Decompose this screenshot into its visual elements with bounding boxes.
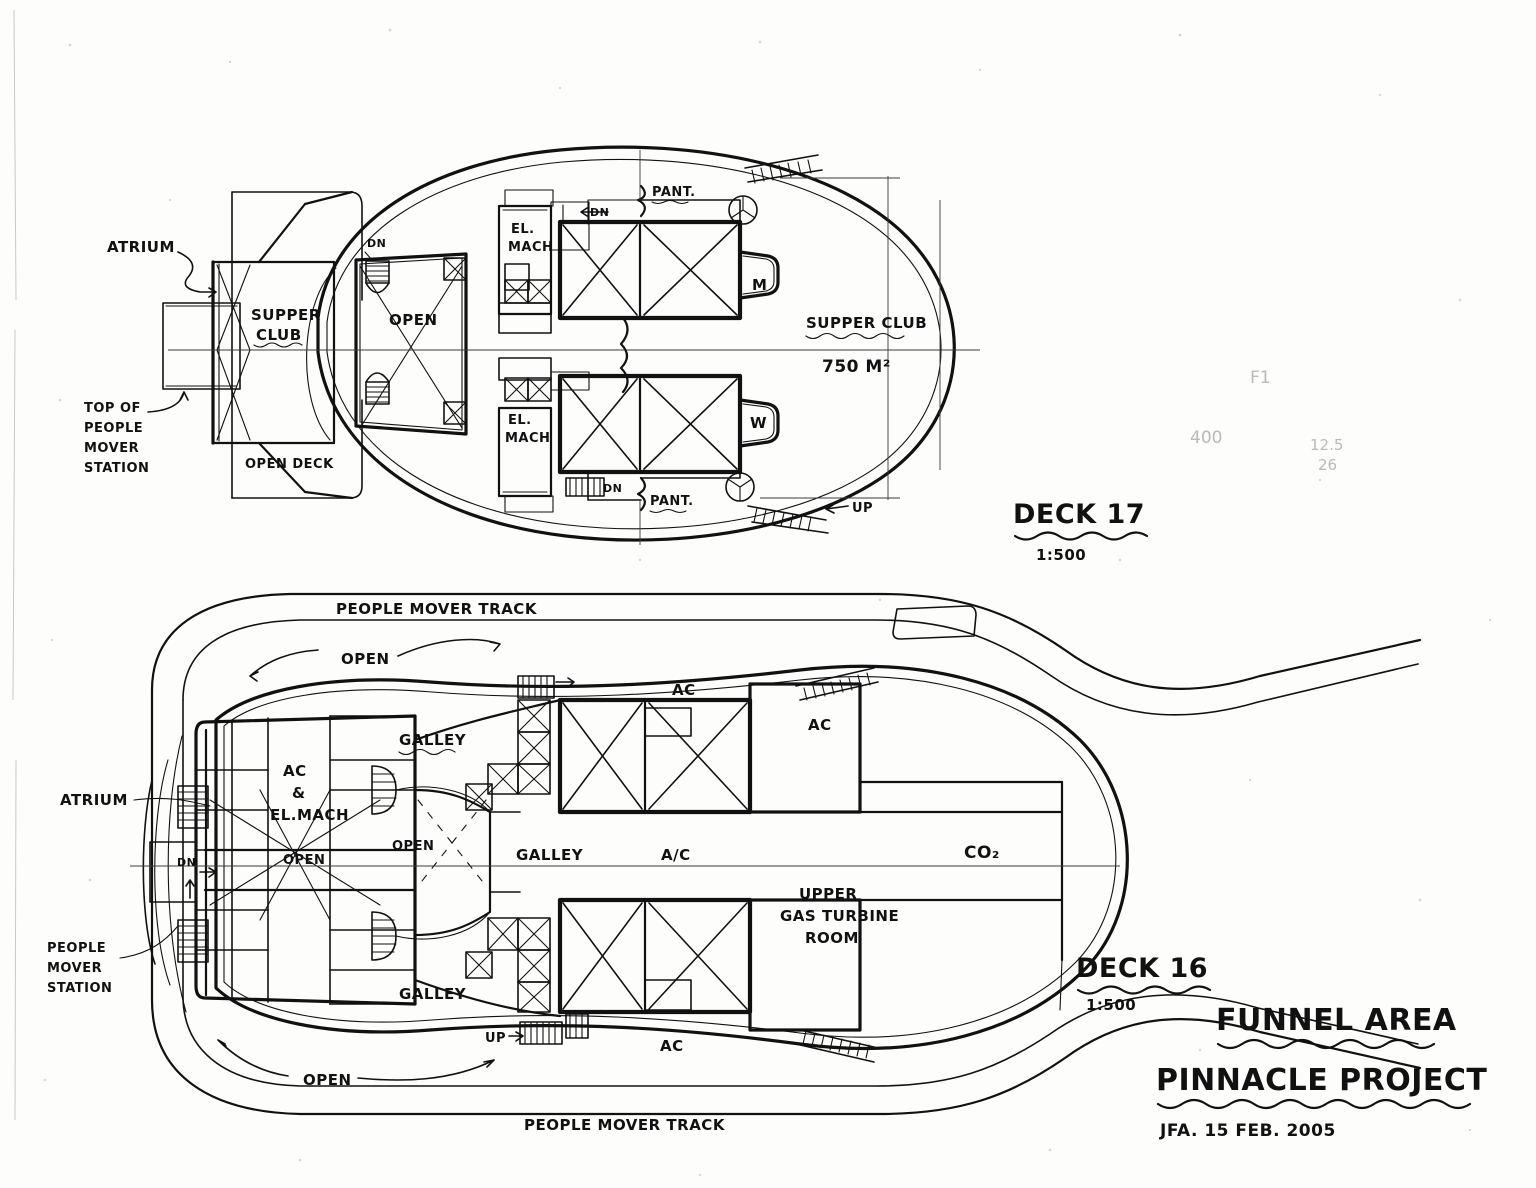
deck16-plan: PEOPLE MOVER TRACK PEOPLE MOVER TRACK OP…: [47, 592, 1422, 1134]
deck16-stair-hatch-lower: [177, 919, 209, 963]
deck16-label-up: UP: [485, 1031, 506, 1046]
deck16-lift-stack-lower: [487, 917, 551, 1013]
deck16-label-ac-top: AC: [672, 681, 696, 699]
deck17-label-supper-club-area-name: SUPPER CLUB: [806, 314, 927, 332]
deck16-ac-el-mach-block: [194, 714, 417, 1006]
deck16-label-ugt-1: UPPER: [799, 885, 857, 903]
deck17-label-pant-upper: PANT.: [652, 185, 696, 200]
deck16-people-mover-station: [142, 735, 217, 1013]
deck16-label-open-bottom: OPEN: [303, 1071, 352, 1089]
deck16-label-pm-station-3: STATION: [47, 981, 112, 996]
deck17-label-funnel-w: W: [750, 414, 767, 432]
pencil-note-26: 26: [1318, 456, 1337, 474]
deck16-label-galley-upper: GALLEY: [399, 731, 467, 749]
deck16-galley-zone: [371, 698, 562, 1018]
deck16-label-co2: CO₂: [964, 843, 1000, 863]
deck16-label-ac-el-mach-1: AC: [283, 762, 307, 780]
deck17-label-open-deck: OPEN DECK: [245, 457, 334, 472]
deck17-lower-vent-icon: [725, 472, 755, 502]
project-title: PINNACLE PROJECT: [1156, 1063, 1487, 1098]
deck16-label-ac-bottom: AC: [660, 1037, 684, 1055]
deck17-upper-vent-icon: [728, 195, 758, 225]
deck17-label-up: UP: [852, 501, 873, 516]
deck17-leader-lines: [147, 251, 373, 413]
deck17-funnel-lower: [497, 357, 829, 534]
deck17-centre-seam: [619, 316, 629, 394]
deck17-label-top-of-pm-station-4: STATION: [84, 461, 149, 476]
deck16-title: DECK 16: [1076, 953, 1208, 984]
deck16-label-open-mid-left: OPEN: [283, 853, 325, 868]
deck16-hull-stair-lower-right: [795, 1029, 879, 1063]
deck17-stair-upper-left: [365, 260, 390, 294]
deck17-label-supper-club-area-value: 750 M²: [822, 357, 891, 377]
deck17-plan: ATRIUM TOP OF PEOPLE MOVER STATION SUPPE…: [84, 145, 1149, 564]
deck16-label-galley-mid: GALLEY: [516, 846, 584, 864]
deck17-title-group: DECK 17 1:500: [1013, 499, 1149, 564]
deck17-label-top-of-pm-station-1: TOP OF: [84, 401, 141, 416]
deck16-people-mover-track: [150, 592, 1422, 1116]
deck16-label-atrium: ATRIUM: [60, 791, 128, 809]
pencil-notes: F1 400 12.5 26: [1190, 368, 1343, 474]
deck16-machinery-lower: [487, 897, 1064, 1045]
deck16-upper-gas-turbine-room: [858, 780, 1064, 1011]
deck16-label-ac-el-mach-2: &: [292, 784, 306, 802]
deck16-open-arrows: [217, 638, 501, 1081]
deck17-hull-outline: [316, 145, 956, 542]
deck17-label-supper-club-left-2: CLUB: [256, 326, 302, 344]
deck17-top-stair-hatch: [744, 154, 823, 184]
deck16-label-ugt-2: GAS TURBINE: [780, 907, 899, 925]
subject-title: FUNNEL AREA: [1216, 1003, 1457, 1038]
signature-date: JFA. 15 FEB. 2005: [1159, 1121, 1336, 1141]
deck17-open-volume: [354, 252, 468, 436]
deck17-label-atrium: ATRIUM: [107, 238, 175, 256]
deck17-label-el-mach-upper-1: EL.: [511, 222, 535, 237]
deck17-label-dn-upper: DN: [590, 206, 609, 219]
deck17-people-mover-station-block: [162, 302, 241, 390]
deck17-label-dn-left: DN: [367, 237, 386, 250]
deck16-label-open-top: OPEN: [341, 650, 390, 668]
deck16-hatch-upper-left: [517, 675, 575, 699]
deck17-construction-lines: [168, 150, 980, 545]
deck17-label-el-mach-lower-2: MACH: [505, 431, 550, 446]
deck16-stair-hatch-upper: [177, 785, 209, 829]
deck16-label-ugt-3: ROOM: [805, 929, 859, 947]
deck16-label-pm-track-top: PEOPLE MOVER TRACK: [336, 600, 538, 618]
deck16-hatch-lower-left: [519, 1013, 589, 1045]
deck16-lift-stack-upper: [487, 699, 551, 795]
deck17-scale: 1:500: [1036, 546, 1086, 564]
deck17-label-open-center: OPEN: [389, 311, 438, 329]
deck16-label-pm-station-2: MOVER: [47, 961, 102, 976]
deck17-stair-lower-left: [365, 372, 390, 405]
deck17-label-el-mach-upper-2: MACH: [508, 240, 553, 255]
deck16-label-dn: DN: [177, 856, 196, 869]
pencil-note-125: 12.5: [1310, 436, 1343, 454]
deck16-hull-outline: [214, 664, 1129, 1050]
deck16-label-galley-lower: GALLEY: [399, 985, 467, 1003]
deck17-label-top-of-pm-station-3: MOVER: [84, 441, 139, 456]
deck17-label-supper-club-left-1: SUPPER: [251, 306, 321, 324]
deck16-label-ac-el-mach-3: EL.MACH: [270, 806, 349, 824]
deck16-machinery-upper: [487, 675, 1064, 815]
deck17-label-top-of-pm-station-2: PEOPLE: [84, 421, 143, 436]
title-block: FUNNEL AREA PINNACLE PROJECT JFA. 15 FEB…: [1156, 1003, 1487, 1141]
deck16-hull-stair-upper-right: [795, 667, 879, 701]
deck16-label-pm-station-1: PEOPLE: [47, 941, 106, 956]
deck16-label-open-mid-right: OPEN: [392, 839, 434, 854]
deck16-label-pm-track-bottom: PEOPLE MOVER TRACK: [524, 1116, 726, 1134]
pencil-note-f1: F1: [1250, 368, 1271, 388]
deck17-title: DECK 17: [1013, 499, 1145, 530]
pencil-note-400: 400: [1190, 428, 1222, 448]
deck16-scale: 1:500: [1086, 996, 1136, 1014]
deck16-title-group: DECK 16 1:500: [1076, 953, 1212, 1014]
deck17-label-funnel-m: M: [752, 276, 767, 294]
deck17-bottom-stair-hatch: [747, 505, 829, 534]
deck16-label-a-c-mid: A/C: [661, 846, 691, 864]
deck17-funnel-upper: [497, 154, 823, 334]
deck17-label-pant-lower: PANT.: [650, 494, 694, 509]
deck16-label-ac-upper-right: AC: [808, 716, 832, 734]
deck17-lower-stair-hatch: [565, 477, 605, 497]
deck17-label-el-mach-lower-1: EL.: [508, 413, 532, 428]
deck17-label-dn-lower: DN: [603, 482, 622, 495]
